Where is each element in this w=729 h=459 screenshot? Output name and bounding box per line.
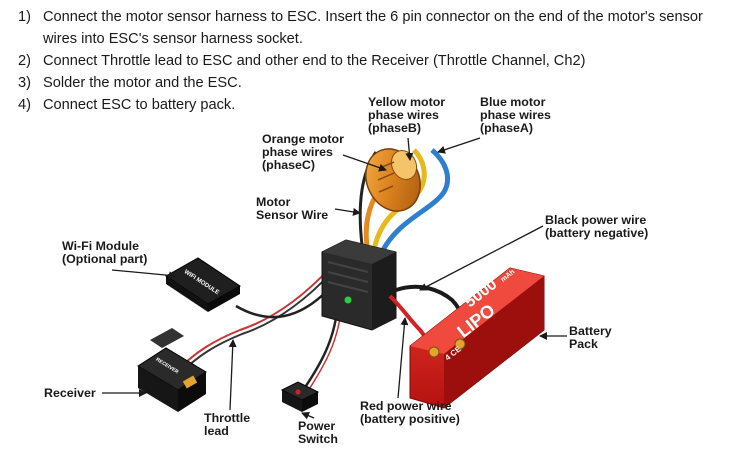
battery-terminal-negative bbox=[454, 338, 466, 350]
instruction-step: 2) Connect Throttle lead to ESC and other… bbox=[18, 50, 718, 72]
leader-orange bbox=[342, 154, 387, 172]
throttle-lead-wire bbox=[177, 267, 331, 371]
leader-power-switch bbox=[301, 412, 315, 420]
battery-rating: 25C bbox=[453, 278, 470, 294]
leader-throttle bbox=[228, 339, 237, 411]
esc bbox=[321, 239, 397, 331]
step-text: Connect the motor sensor harness to ESC.… bbox=[43, 9, 703, 47]
wifi-cable bbox=[235, 289, 329, 319]
label-wifi-module: Wi-Fi Module(Optional part) bbox=[62, 239, 148, 266]
leader-blue bbox=[437, 137, 481, 154]
battery-pack: LIPO 5000 mAh 25C 14.8V 4 CE bbox=[409, 262, 545, 409]
step-number: 3) bbox=[18, 75, 31, 91]
leader-black-power bbox=[419, 225, 544, 291]
instruction-list: 1) Connect the motor sensor harness to ES… bbox=[18, 6, 718, 116]
step-text: Solder the motor and the ESC. bbox=[43, 75, 242, 91]
status-led bbox=[344, 296, 352, 304]
instruction-step: 1) Connect the motor sensor harness to ES… bbox=[18, 6, 718, 50]
leader-wifi bbox=[111, 269, 177, 280]
label-black-power-wire: Black power wire(battery negative) bbox=[545, 213, 649, 240]
battery-terminal-positive bbox=[428, 346, 440, 358]
receiver: RECEIVER bbox=[137, 328, 207, 412]
leader-yellow bbox=[405, 137, 414, 161]
throttle-lead-wire bbox=[179, 271, 333, 375]
instruction-step: 3) Solder the motor and the ESC. bbox=[18, 72, 718, 94]
power-switch bbox=[280, 381, 320, 412]
step-text: Connect ESC to battery pack. bbox=[43, 97, 236, 113]
label-receiver: Receiver bbox=[44, 386, 96, 400]
label-red-power-wire: Red power wire(battery positive) bbox=[360, 399, 460, 426]
wifi-module: WIFI MODULE bbox=[165, 257, 241, 312]
step-number: 2) bbox=[18, 53, 31, 69]
blue-phase-wire bbox=[379, 148, 450, 254]
leader-red-power bbox=[397, 317, 409, 399]
step-number: 4) bbox=[18, 97, 31, 113]
leader-sensor bbox=[334, 207, 361, 216]
step-text: Connect Throttle lead to ESC and other e… bbox=[43, 53, 586, 69]
instruction-step: 4) Connect ESC to battery pack. bbox=[18, 94, 718, 116]
step-number: 1) bbox=[18, 9, 31, 25]
